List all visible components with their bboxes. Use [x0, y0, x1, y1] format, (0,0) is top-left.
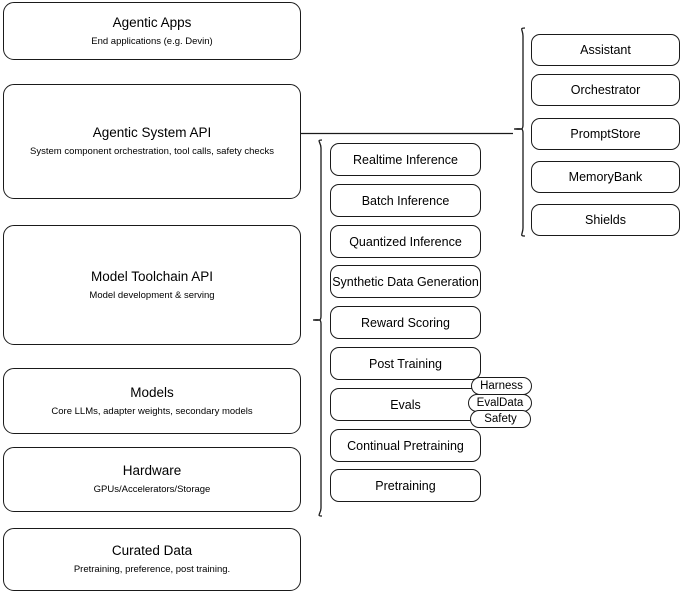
component-box-memorybank[interactable]: MemoryBank [531, 161, 680, 193]
layer-box-hardware[interactable]: Hardware GPUs/Accelerators/Storage [3, 447, 301, 512]
eval-badge-harness[interactable]: Harness [471, 377, 532, 395]
capability-label: Reward Scoring [361, 315, 450, 330]
capability-box-reward-scoring[interactable]: Reward Scoring [330, 306, 481, 339]
eval-badge-safety[interactable]: Safety [470, 410, 531, 428]
component-box-promptstore[interactable]: PromptStore [531, 118, 680, 150]
capability-label: Synthetic Data Generation [332, 274, 479, 289]
layer-subtitle: Pretraining, preference, post training. [73, 564, 231, 575]
layer-box-curated-data[interactable]: Curated Data Pretraining, preference, po… [3, 528, 301, 591]
eval-badge-label: Safety [484, 413, 517, 425]
capability-label: Pretraining [375, 478, 436, 493]
component-label: Shields [585, 213, 626, 227]
capability-label: Quantized Inference [349, 234, 462, 249]
capability-label: Realtime Inference [353, 152, 458, 167]
layer-box-models[interactable]: Models Core LLMs, adapter weights, secon… [3, 368, 301, 434]
capability-box-synthetic-data-generation[interactable]: Synthetic Data Generation [330, 265, 481, 298]
component-label: MemoryBank [568, 170, 643, 184]
layer-subtitle: End applications (e.g. Devin) [91, 35, 213, 47]
layer-title: Hardware [122, 463, 182, 479]
capability-box-continual-pretraining[interactable]: Continual Pretraining [330, 429, 481, 462]
capability-box-post-training[interactable]: Post Training [330, 347, 481, 380]
component-label: Assistant [580, 43, 631, 57]
eval-badge-label: Harness [480, 380, 523, 392]
capability-box-pretraining[interactable]: Pretraining [330, 469, 481, 502]
layer-subtitle: System component orchestration, tool cal… [30, 146, 274, 157]
layer-title: Agentic Apps [112, 14, 192, 30]
capability-box-realtime-inference[interactable]: Realtime Inference [330, 143, 481, 176]
brace-toolchain-capabilities [306, 138, 328, 520]
layer-title: Model Toolchain API [90, 268, 214, 284]
component-box-assistant[interactable]: Assistant [531, 34, 680, 66]
component-label: PromptStore [570, 127, 641, 141]
layer-title: Curated Data [111, 543, 193, 559]
component-box-orchestrator[interactable]: Orchestrator [531, 74, 680, 106]
capability-label: Continual Pretraining [347, 438, 464, 453]
layer-box-agentic-apps[interactable]: Agentic Apps End applications (e.g. Devi… [3, 2, 301, 60]
capability-label: Evals [390, 397, 421, 412]
component-label: Orchestrator [570, 83, 641, 97]
component-box-shields[interactable]: Shields [531, 204, 680, 236]
layer-title: Models [130, 384, 174, 400]
layer-title: Agentic System API [92, 125, 212, 141]
layer-box-agentic-system-api[interactable]: Agentic System API System component orch… [3, 84, 301, 199]
layer-box-model-toolchain-api[interactable]: Model Toolchain API Model development & … [3, 225, 301, 345]
layer-subtitle: GPUs/Accelerators/Storage [93, 484, 211, 495]
layer-subtitle: Model development & serving [89, 289, 215, 301]
brace-system-components [510, 26, 530, 240]
capability-label: Post Training [369, 356, 442, 371]
connector-system-api-to-components [301, 126, 517, 142]
capability-box-quantized-inference[interactable]: Quantized Inference [330, 225, 481, 258]
capability-box-evals[interactable]: Evals [330, 388, 481, 421]
capability-label: Batch Inference [361, 193, 450, 208]
layer-subtitle: Core LLMs, adapter weights, secondary mo… [51, 405, 253, 417]
eval-badge-label: EvalData [476, 397, 524, 409]
capability-box-batch-inference[interactable]: Batch Inference [330, 184, 481, 217]
